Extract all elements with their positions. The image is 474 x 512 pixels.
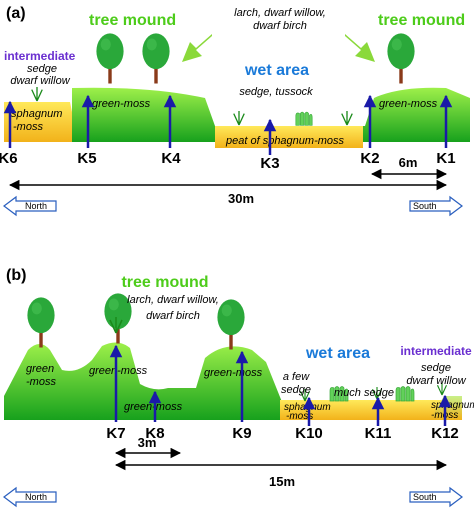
panel-b-label: (b)	[6, 267, 26, 284]
peat-sphagnum-layer	[215, 126, 363, 148]
intermediate-veg-line2: dwarf willow	[10, 75, 70, 87]
sphagnum-strip-a	[4, 102, 72, 142]
species-label-line2: dwarf birch	[253, 20, 307, 32]
tree-icon	[27, 297, 55, 348]
wet-area-label: wet area	[244, 62, 309, 79]
site-label: K3	[260, 155, 279, 172]
tussock-icon	[295, 111, 313, 126]
green-moss-label: green-moss	[89, 365, 148, 377]
species-label-line2: dwarf birch	[146, 310, 200, 322]
intermediate-veg-line1: sedge	[27, 63, 57, 75]
green-moss-label: green-moss	[379, 98, 438, 110]
ground-profile-b	[4, 342, 282, 420]
wet-species-label: sedge, tussock	[239, 86, 313, 98]
site-label: K4	[161, 150, 181, 167]
pointer-arrow-left	[182, 34, 212, 62]
tree-icon	[96, 33, 124, 84]
green-moss-label: -moss	[26, 376, 56, 388]
green-moss-label: green-moss	[92, 98, 151, 110]
tree-icon	[387, 33, 415, 84]
intermediate-label: intermediate	[400, 344, 472, 358]
north-arrow-icon	[3, 195, 57, 217]
peat-layer-b	[280, 400, 462, 420]
site-label: K5	[77, 150, 96, 167]
sphagnum-label-line2: -moss	[286, 411, 313, 422]
north-label: North	[25, 201, 47, 211]
tree-mound-left-label: tree mound	[89, 12, 176, 29]
site-label: K1	[436, 150, 455, 167]
north-label: North	[25, 492, 47, 502]
north-arrow-icon	[3, 486, 57, 508]
distance-label-total: 30m	[228, 191, 254, 206]
intermediate-veg-line1: sedge	[421, 362, 451, 374]
tree-mound-label: tree mound	[121, 274, 208, 291]
sedge-icon	[233, 110, 245, 126]
tree-icon	[217, 299, 245, 350]
site-label: K2	[360, 150, 379, 167]
few-sedge-label-line2: sedge	[281, 384, 311, 396]
intermediate-label: intermediate	[4, 49, 76, 63]
species-label-line1: larch, dwarf willow,	[234, 7, 326, 19]
tree-icon	[142, 33, 170, 84]
sphagnum-label-line1: sphagnum	[11, 108, 62, 120]
green-moss-label: green	[26, 363, 54, 375]
tree-mound-right-label: tree mound	[378, 12, 465, 29]
sphagnum-label-line2: -moss	[13, 121, 43, 133]
green-moss-label: green-moss	[204, 367, 263, 379]
distance-label-small: 3m	[138, 435, 157, 450]
peat-label: peat of sphagnum-moss	[225, 135, 345, 147]
panel-a-label: (a)	[6, 5, 26, 22]
distance-label-total: 15m	[269, 474, 295, 489]
site-label: K11	[365, 425, 392, 442]
sedge-icon	[31, 86, 43, 102]
intermediate-veg-line2: dwarf willow	[406, 375, 466, 387]
south-label: South	[413, 492, 437, 502]
south-arrow-icon	[409, 195, 463, 217]
few-sedge-label-line1: a few	[283, 371, 310, 383]
south-arrow-icon	[409, 486, 463, 508]
much-sedge-label: much sedge	[334, 387, 394, 399]
pointer-arrow-right	[345, 34, 375, 62]
south-label: South	[413, 201, 437, 211]
site-label: K8	[145, 425, 164, 442]
species-label-line1: larch, dwarf willow,	[127, 294, 219, 306]
wet-area-label: wet area	[305, 345, 370, 362]
site-label: K9	[232, 425, 251, 442]
site-label: K6	[0, 150, 18, 167]
site-label: K10	[295, 425, 323, 442]
site-label: K12	[431, 425, 459, 442]
distance-label-small: 6m	[399, 155, 418, 170]
tussock-icon	[395, 386, 415, 402]
site-label: K7	[106, 425, 125, 442]
sphagnum-label-line1: sphagnum	[431, 400, 474, 411]
sedge-icon	[341, 110, 353, 126]
green-moss-label: green-moss	[124, 401, 183, 413]
